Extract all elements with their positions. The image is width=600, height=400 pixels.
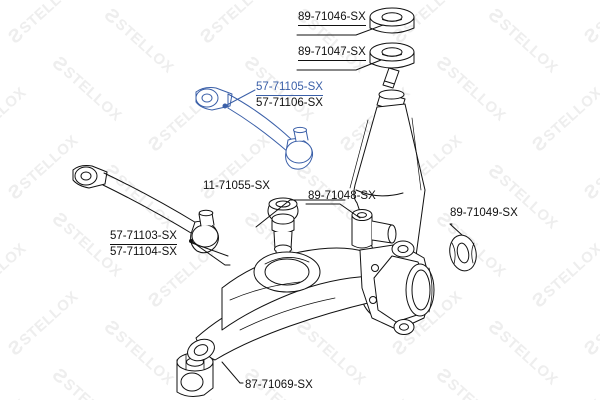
leader-dots: [189, 239, 193, 243]
label-89-71046-sx[interactable]: 89-71046-SX: [298, 10, 366, 26]
part-shock-washer-89-71049: [449, 234, 477, 272]
part-upper-bush-89-71047: [369, 42, 415, 69]
label-89-71047-sx[interactable]: 89-71047-SX: [298, 45, 366, 61]
part-lower-control-arm-assembly: [187, 240, 435, 362]
label-57-71103-sx[interactable]: 57-71103-SX: [110, 229, 177, 245]
part-upper-bush-89-71046: [369, 7, 415, 34]
leader-line-highlighted: [222, 89, 256, 109]
leader-lines: [190, 24, 463, 384]
label-11-71055-sx[interactable]: 11-71055-SX: [203, 180, 270, 192]
label-89-71049-sx[interactable]: 89-71049-SX: [450, 207, 518, 219]
leader-line-89-71048: [305, 203, 361, 219]
label-57-71106-sx[interactable]: 57-71106-SX: [256, 97, 323, 109]
label-87-71069-sx[interactable]: 87-71069-SX: [245, 379, 313, 391]
label-89-71048-sx[interactable]: 89-71048-SX: [308, 190, 376, 202]
part-arm-bush-87-71069: [176, 352, 214, 397]
leader-line-57-71104: [191, 242, 229, 257]
part-shock-bush-89-71048: [351, 209, 397, 249]
label-57-71104-sx[interactable]: 57-71104-SX: [110, 246, 177, 258]
part-upper-control-arm-57-71105: [195, 87, 314, 170]
label-57-71105-sx[interactable]: 57-71105-SX: [256, 80, 323, 96]
